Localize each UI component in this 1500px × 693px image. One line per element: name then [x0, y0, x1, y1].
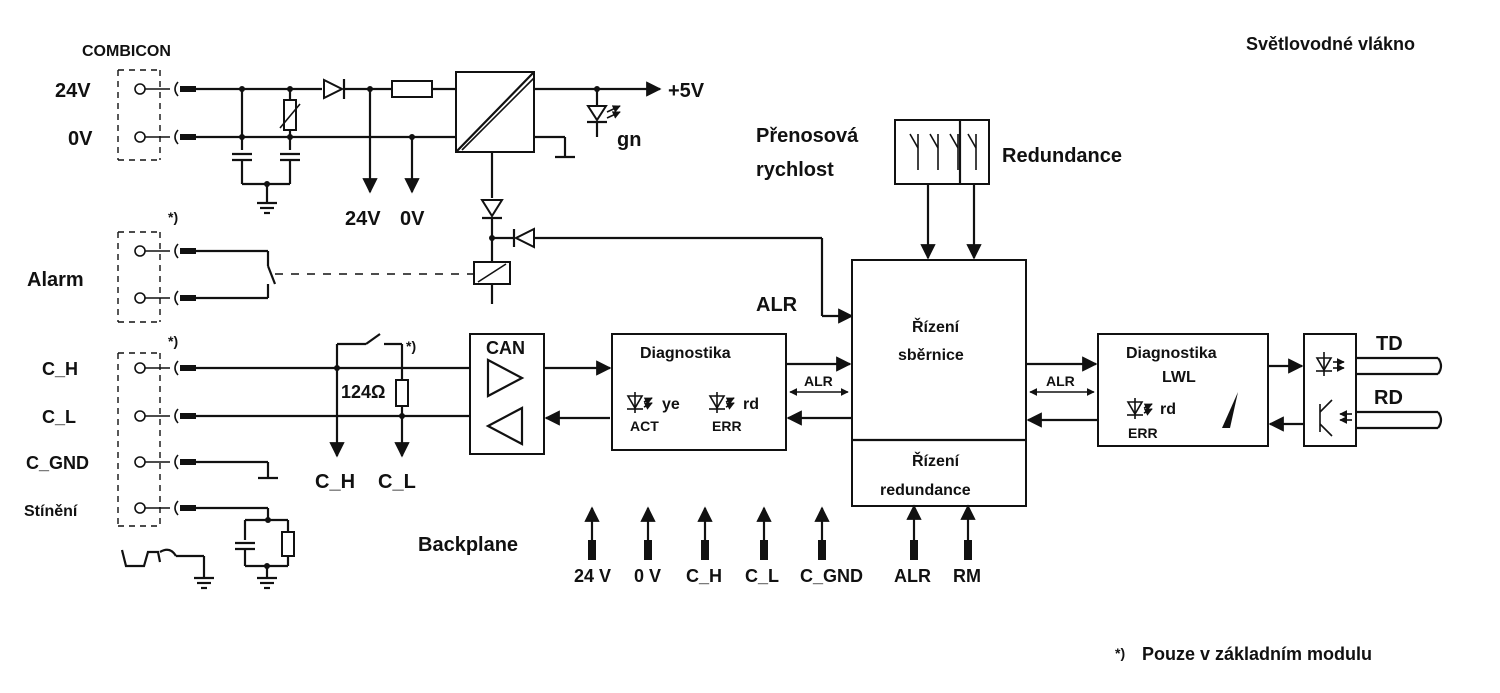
- backplane-pin-label: C_L: [745, 566, 779, 586]
- red-ctrl-label-2: redundance: [880, 482, 971, 499]
- terminal-shield: [134, 500, 196, 516]
- power-supply-section: COMBICON 24V 0V: [55, 43, 705, 262]
- can-bus-section: *) C_H C_L C_GND Stínění: [24, 333, 470, 590]
- combicon-label: COMBICON: [82, 43, 171, 60]
- footnote-mark: *): [1115, 645, 1125, 661]
- backplane-pin: 24 V: [574, 506, 611, 586]
- alr-right-label: ALR: [1046, 373, 1075, 389]
- lwl-rd: rd: [1160, 401, 1176, 418]
- led-ye-icon: [626, 392, 653, 413]
- label-gn: gn: [617, 129, 641, 151]
- label-c-gnd: C_GND: [26, 453, 89, 473]
- backplane-pin: 0 V: [634, 506, 661, 586]
- optical-transceiver: [1303, 333, 1357, 447]
- lwl-diag-label-2: LWL: [1162, 369, 1196, 386]
- combicon-housing-alarm: [117, 231, 161, 323]
- resistor-value: 124Ω: [341, 382, 385, 402]
- fiber-title: Světlovodné vlákno: [1246, 34, 1415, 54]
- lwl-diagnostics-box: Diagnostika LWL rd ERR: [1097, 333, 1269, 447]
- backplane-pin-label: C_H: [686, 566, 722, 586]
- fiber-rd: [1356, 410, 1443, 430]
- footnote-text: Pouze v základním modulu: [1142, 644, 1372, 664]
- can-label: CAN: [486, 338, 525, 358]
- footnote-mark-can: *): [168, 333, 178, 349]
- td-label: TD: [1376, 333, 1403, 355]
- transfer-rate-label-2: rychlost: [756, 159, 834, 181]
- label-c-l: C_L: [42, 407, 76, 427]
- backplane-pin: ALR: [894, 504, 931, 586]
- transfer-rate-label-1: Přenosová: [756, 125, 859, 147]
- label-plus5v: +5V: [668, 80, 705, 102]
- alarm-label: Alarm: [27, 269, 84, 291]
- combicon-housing-power: [117, 69, 161, 161]
- diag-act: ACT: [630, 418, 659, 434]
- backplane-pin-label: RM: [953, 566, 981, 586]
- fuse: [391, 80, 433, 98]
- label-24v-input: 24V: [55, 80, 91, 102]
- terminal-c-gnd: [134, 454, 196, 470]
- rd-label: RD: [1374, 387, 1403, 409]
- input-filter: [232, 86, 301, 215]
- backplane-pin: C_L: [745, 506, 779, 586]
- label-shield: Stínění: [24, 503, 78, 520]
- led-lwl-rd-icon: [1126, 398, 1153, 419]
- combicon-housing-can: [117, 352, 161, 527]
- dc-dc-converter: [455, 71, 535, 153]
- backplane-pin: RM: [953, 504, 981, 586]
- terminal-c-l: [134, 408, 196, 424]
- dip-switches: [894, 119, 990, 185]
- backplane-pin-label: 0 V: [634, 566, 661, 586]
- label-24v-tap: 24V: [345, 208, 381, 230]
- diag-title: Diagnostika: [640, 345, 731, 362]
- label-0v-input: 0V: [68, 128, 93, 150]
- footnote-mark-alarm: *): [168, 209, 178, 225]
- alr-left-label: ALR: [804, 373, 833, 389]
- redundancy-label: Redundance: [1002, 145, 1122, 167]
- terminal-c-h: [134, 360, 196, 376]
- diag-ye: ye: [662, 396, 680, 413]
- backplane-pin: C_GND: [800, 506, 863, 586]
- led-rd-icon: [708, 392, 735, 413]
- backplane-pin-label: C_GND: [800, 566, 863, 586]
- terminal-alarm-2: [134, 290, 196, 306]
- lwl-diag-label-1: Diagnostika: [1126, 345, 1217, 362]
- lwl-err: ERR: [1128, 425, 1158, 441]
- terminal-0v: [134, 129, 196, 145]
- backplane-pin-label: ALR: [894, 566, 931, 586]
- input-diode: [323, 78, 392, 100]
- bus-control-box: Řízení sběrnice Řízení redundance: [851, 259, 1027, 507]
- label-c-h: C_H: [42, 359, 78, 379]
- terminal-24v: [134, 81, 196, 97]
- backplane-section: Backplane 24 V 0 V C_H C_L C_GND ALR RM: [418, 504, 981, 586]
- diag-err: ERR: [712, 418, 742, 434]
- bus-ctrl-label-2: sběrnice: [898, 347, 964, 364]
- label-0v-tap: 0V: [400, 208, 425, 230]
- label-c-l-tap: C_L: [378, 471, 416, 493]
- backplane-pin-label: 24 V: [574, 566, 611, 586]
- fiber-td: [1356, 356, 1443, 376]
- red-ctrl-label-1: Řízení: [912, 451, 960, 470]
- led-green-icon: [586, 86, 621, 137]
- termination-resistor: [334, 333, 409, 419]
- diag-rd: rd: [743, 396, 759, 413]
- backplane-label: Backplane: [418, 534, 518, 556]
- alarm-section: *) Alarm ALR: [27, 209, 854, 324]
- bus-ctrl-label-1: Řízení: [912, 317, 960, 336]
- terminal-alarm-1: [134, 243, 196, 259]
- signal-level-icon: [1222, 392, 1238, 428]
- shield-clamp: [120, 548, 214, 590]
- label-c-h-tap: C_H: [315, 471, 355, 493]
- can-transceiver: CAN: [469, 333, 545, 455]
- shield-rc-network: [196, 506, 295, 590]
- diagnostics-box: Diagnostika ye ACT rd ERR: [611, 333, 787, 451]
- alr-main-label: ALR: [756, 294, 798, 316]
- backplane-pin: C_H: [686, 506, 722, 586]
- footnote-mark-resistor: *): [406, 338, 416, 354]
